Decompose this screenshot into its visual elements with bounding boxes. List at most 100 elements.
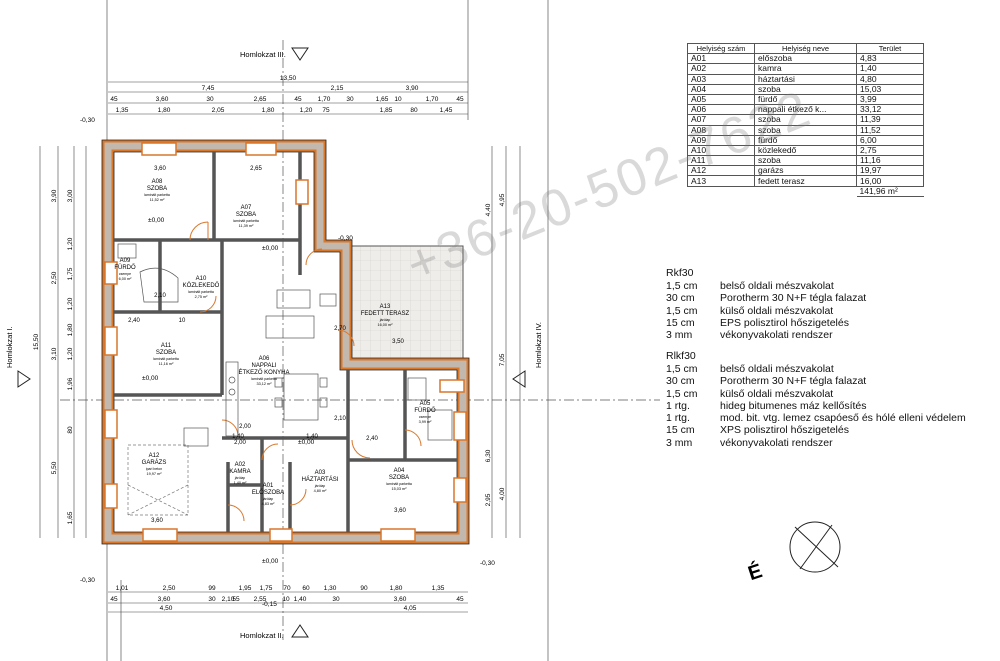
table-header-row: Helyiség szám Helyiség neve Terület xyxy=(687,42,924,55)
room-sub-A03: járólap xyxy=(314,484,326,488)
room-area-A08: 11,52 m² xyxy=(150,198,165,202)
dimension-label: 1,75 xyxy=(260,585,273,592)
dimension-label: 1,65 xyxy=(67,511,74,524)
svg-text:±0,00: ±0,00 xyxy=(142,375,159,382)
dimension-label: 10 xyxy=(394,96,402,103)
dimension-label: 1,30 xyxy=(324,585,337,592)
room-name-A13: FEDETT TERASZ xyxy=(361,311,410,317)
dimension-label: 1,45 xyxy=(440,107,453,114)
plan-dimension-label: 10 xyxy=(179,318,186,324)
room-area-A07: 11,39 m² xyxy=(239,224,254,228)
dimension-label: 60 xyxy=(302,585,310,592)
room-name-A08: SZOBA xyxy=(147,186,167,192)
dimension-label: 1,01 xyxy=(116,585,129,592)
room-sub-A13: járólap xyxy=(379,318,391,322)
layer-thickness: 1,5 cm xyxy=(666,304,698,317)
dimension-label: 1,70 xyxy=(426,96,439,103)
room-area: 16,00 xyxy=(856,175,924,187)
room-sub-A10: laminált parketta xyxy=(188,290,214,294)
dimension-label: 1,80 xyxy=(262,107,275,114)
dimension-label: 80 xyxy=(410,107,418,114)
dimension-label: 15,50 xyxy=(33,333,40,350)
dimension-label: 1,80 xyxy=(67,323,74,336)
dimension-label: 75 xyxy=(322,107,330,114)
svg-text:-0,30: -0,30 xyxy=(80,117,95,124)
room-name-A03: HÁZTARTÁSI xyxy=(302,476,339,483)
svg-text:-0,30: -0,30 xyxy=(338,235,353,242)
dimension-label: 3,90 xyxy=(51,189,58,202)
svg-text:±0,00: ±0,00 xyxy=(262,245,279,252)
dimension-label: 4,40 xyxy=(485,203,492,216)
room-sub-A12: ipari beton xyxy=(146,467,162,471)
room-area: 15,03 xyxy=(856,83,924,95)
svg-text:-0,15: -0,15 xyxy=(262,601,277,608)
svg-text:±0,00: ±0,00 xyxy=(262,558,279,565)
layer-thickness: 30 cm xyxy=(666,375,695,388)
dimension-label: 3,60 xyxy=(394,596,407,603)
dimension-label: 45 xyxy=(456,596,464,603)
plan-dimension-label: 2,10 xyxy=(334,416,346,422)
dimension-label: 1,20 xyxy=(67,347,74,360)
windows xyxy=(104,142,467,542)
header-room-number: Helyiség szám xyxy=(687,42,755,55)
dimension-label: 1,40 xyxy=(294,596,307,603)
room-name: kamra xyxy=(754,63,857,75)
dimension-label: 45 xyxy=(110,596,118,603)
layer-thickness: 3 mm xyxy=(666,329,693,342)
plan-dimension-label: 1,40 xyxy=(232,434,244,440)
dimension-label: 1,35 xyxy=(116,107,129,114)
dimension-label: 3,60 xyxy=(158,596,171,603)
dimension-label: 45 xyxy=(294,96,302,103)
room-number: A02 xyxy=(687,63,755,75)
facade-west-label: Homlokzat I. xyxy=(5,326,14,368)
dimension-label: 1,96 xyxy=(67,377,74,390)
room-code-A08: A08 xyxy=(152,179,163,185)
wall-layer: 1 rtg.hideg bitumenes máz kellősítés xyxy=(666,400,966,412)
dimension-label: 3,90 xyxy=(406,85,419,92)
facade-north-label: Homlokzat III. xyxy=(240,50,286,59)
dimension-label: 70 xyxy=(283,585,291,592)
room-area: 1,40 xyxy=(856,63,924,75)
dimension-label: 6,30 xyxy=(485,449,492,462)
room-code-A05: A05 xyxy=(420,401,431,407)
room-area: 11,16 xyxy=(856,155,924,167)
room-code-A04: A04 xyxy=(394,468,405,474)
layer-thickness: 1,5 cm xyxy=(666,363,698,375)
dimension-label: 1,70 xyxy=(318,96,331,103)
compass-label: É xyxy=(745,559,765,585)
dimension-label: 4,00 xyxy=(499,487,506,500)
layer-material: belső oldali mészvakolat xyxy=(720,280,834,292)
room-sub-A05: csempe xyxy=(419,415,431,419)
plan-dimension-label: 2,40 xyxy=(128,318,140,324)
room-sub-A02: járólap xyxy=(234,476,246,480)
room-sub-A04: laminált parketta xyxy=(386,482,412,486)
room-area-A03: 4,80 m² xyxy=(314,489,328,493)
room-code-A07: A07 xyxy=(241,205,252,211)
facade-markers xyxy=(17,47,526,638)
dimension-label: 45 xyxy=(456,96,464,103)
room-name-A11: SZOBA xyxy=(156,350,176,356)
garage-door xyxy=(127,444,189,516)
facade-south-label: Homlokzat II. xyxy=(240,631,284,640)
furniture xyxy=(117,243,453,447)
layer-material: belső oldali mészvakolat xyxy=(720,363,834,375)
dimension-label: 4,50 xyxy=(160,605,173,612)
dimension-label: 1,65 xyxy=(376,96,389,103)
room-code-A11: A11 xyxy=(161,343,172,349)
layer-thickness: 15 cm xyxy=(666,424,695,437)
dimension-label: 2,65 xyxy=(254,96,267,103)
dimension-label: 2,55 xyxy=(254,596,267,603)
layer-thickness: 15 cm xyxy=(666,316,695,329)
dimension-label: 30 xyxy=(346,96,354,103)
room-name2-A06: ÉTKEZŐ KONYHA xyxy=(238,369,289,376)
